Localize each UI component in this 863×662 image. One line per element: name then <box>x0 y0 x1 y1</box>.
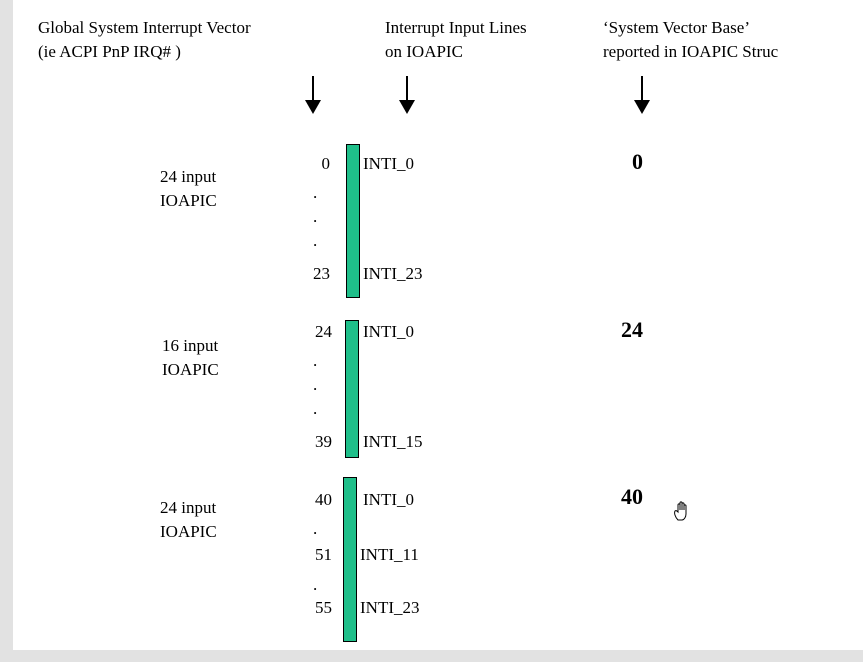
input-line-label: INTI_15 <box>363 432 423 451</box>
ioapic-label: 24 input <box>160 498 217 517</box>
header-vector-base-title: ‘System Vector Base’ <box>603 18 750 37</box>
ellipsis-dot: . <box>313 351 318 370</box>
ellipsis-dot: . <box>313 207 318 226</box>
ellipsis-dot: . <box>313 183 318 202</box>
vector-number: 51 <box>315 545 332 564</box>
input-line-label: INTI_0 <box>363 154 414 173</box>
ellipsis-dot: . <box>313 375 318 394</box>
vector-number: 39 <box>315 432 332 451</box>
vector-number: 40 <box>315 490 332 509</box>
vector-base-value: 0 <box>632 149 643 174</box>
down-arrow-icon <box>634 76 650 114</box>
ioapic-bar <box>345 320 359 458</box>
ioapic-label: 16 input <box>162 336 219 355</box>
vector-base-value: 24 <box>621 317 643 342</box>
input-line-label: INTI_0 <box>363 322 414 341</box>
ioapic-label: IOAPIC <box>160 191 217 210</box>
input-line-label: INTI_11 <box>360 545 419 564</box>
header-vector-base-subtitle: reported in IOAPIC Struc <box>603 42 779 61</box>
vector-base-value: 40 <box>621 484 643 509</box>
ellipsis-dot: . <box>313 399 318 418</box>
header-input-lines-title: Interrupt Input Lines <box>385 18 527 37</box>
ellipsis-dot: . <box>313 231 318 250</box>
input-line-label: INTI_0 <box>363 490 414 509</box>
header-vector-title: Global System Interrupt Vector <box>38 18 251 37</box>
ioapic-bar <box>346 144 360 298</box>
down-arrow-icon <box>399 76 415 114</box>
window-frame-bottom <box>0 650 863 662</box>
ioapic-label: 24 input <box>160 167 217 186</box>
vector-number: 24 <box>315 322 332 341</box>
vector-number: 55 <box>315 598 332 617</box>
ellipsis-dot: . <box>313 519 318 538</box>
down-arrow-icon <box>305 76 321 114</box>
input-line-label: INTI_23 <box>360 598 420 617</box>
hand-cursor-icon <box>674 501 687 521</box>
ellipsis-dot: . <box>313 575 318 594</box>
input-line-label: INTI_23 <box>363 264 423 283</box>
ioapic-label: IOAPIC <box>162 360 219 379</box>
header-input-lines-subtitle: on IOAPIC <box>385 42 463 61</box>
vector-number: 23 <box>313 264 330 283</box>
header-vector-subtitle: (ie ACPI PnP IRQ# ) <box>38 42 181 61</box>
ioapic-bar <box>343 477 357 642</box>
window-frame-left <box>0 0 13 662</box>
ioapic-label: IOAPIC <box>160 522 217 541</box>
vector-number: 0 <box>321 154 331 173</box>
